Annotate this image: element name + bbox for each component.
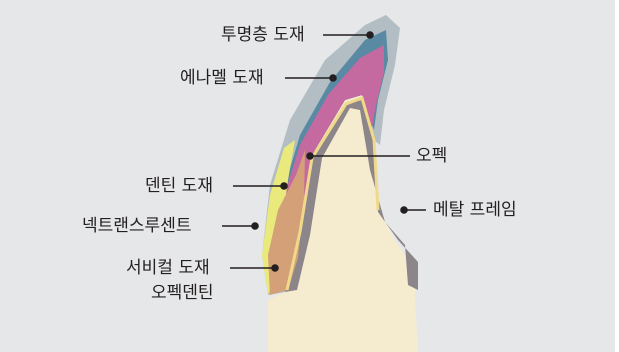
label-translucent2: 넥트랜스루센트 [82, 216, 191, 236]
dot-cervical [272, 265, 278, 271]
label-cervical-line1: 서비컬 도재 [126, 258, 210, 278]
label-dentin: 덴틴 도재 [145, 176, 213, 196]
label-cervical-line2: 오펙덴틴 [151, 283, 214, 303]
label-enamel: 에나멜 도재 [180, 68, 264, 88]
dot-opaque [307, 153, 313, 159]
dot-translucent [367, 32, 373, 38]
dot-dentin [281, 183, 287, 189]
dot-translucent2 [252, 223, 258, 229]
dot-enamel [330, 75, 336, 81]
label-metal: 메탈 프레임 [433, 200, 517, 220]
label-translucent: 투명층 도재 [221, 25, 305, 45]
dot-metal [401, 207, 407, 213]
label-opaque: 오펙 [416, 146, 447, 166]
